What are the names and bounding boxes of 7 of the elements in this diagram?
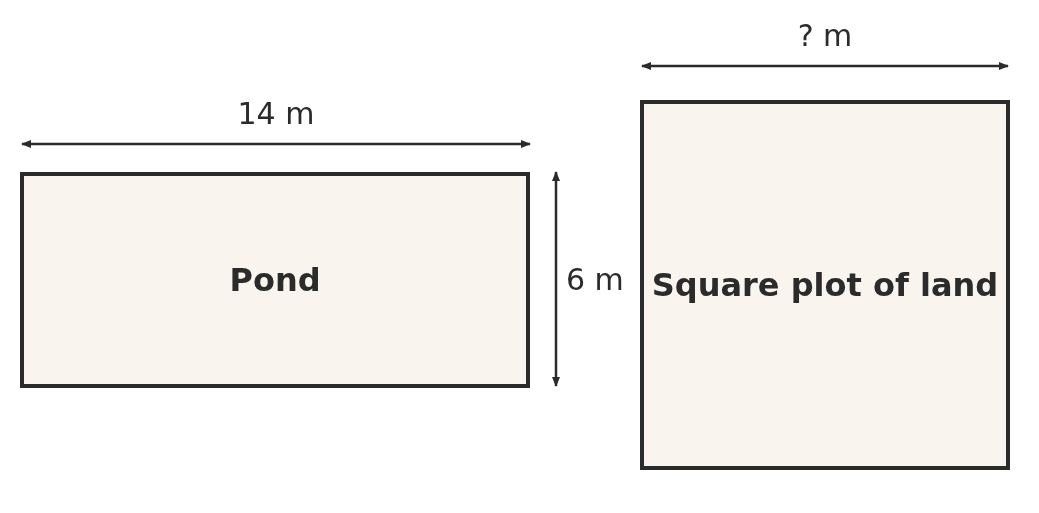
dimension-label: 6 m xyxy=(566,262,624,297)
square-plot xyxy=(640,100,1010,470)
shape-label: Square plot of land xyxy=(651,266,999,304)
pond-rectangle xyxy=(20,172,530,388)
dimension-label: ? m xyxy=(797,18,853,53)
dimension-label: 14 m xyxy=(237,96,315,131)
shape-label: Pond xyxy=(229,261,321,299)
